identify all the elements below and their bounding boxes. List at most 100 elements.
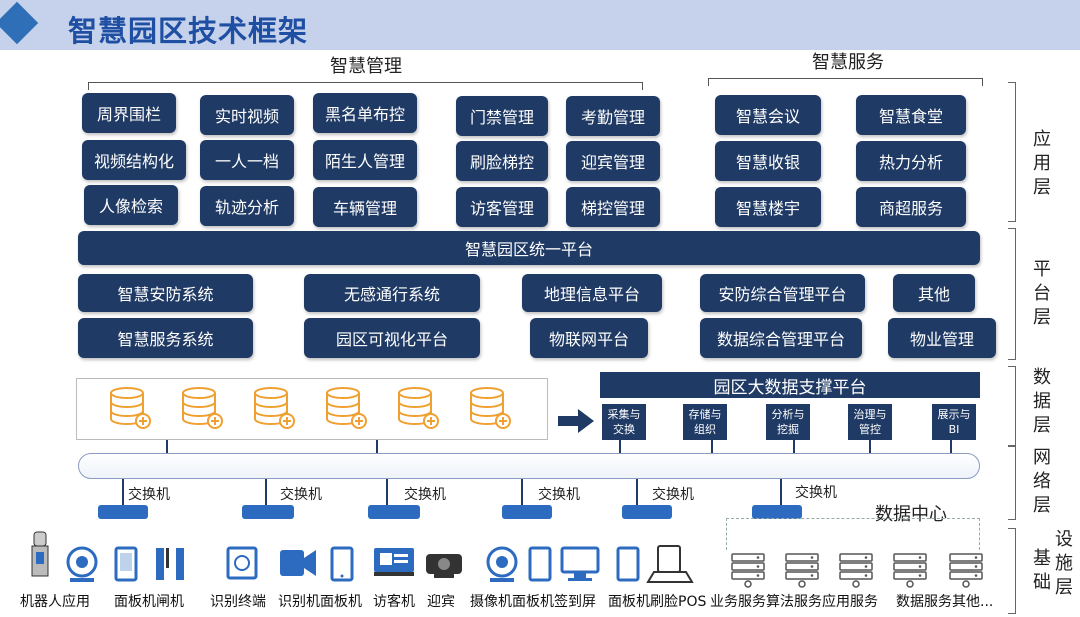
bigdata-item[interactable]: 治理与 管控: [848, 404, 892, 440]
layer-bracket: [1008, 228, 1016, 360]
switch-icon[interactable]: [98, 505, 148, 519]
connector: [265, 479, 267, 505]
platform-item[interactable]: 智慧安防系统: [78, 274, 253, 312]
layer-label-platform: 平台层: [1033, 259, 1051, 328]
server-icon: [731, 553, 765, 588]
connector: [376, 440, 378, 454]
database-icon: [182, 387, 223, 429]
device-label: 摄像机面板机签到屏: [470, 594, 596, 610]
panel-icon: [114, 546, 138, 582]
service-item[interactable]: 智慧楼宇: [715, 187, 821, 227]
bigdata-item[interactable]: 存储与 组织: [683, 404, 727, 440]
connector: [122, 479, 124, 505]
mgmt-item[interactable]: 门禁管理: [456, 96, 548, 136]
service-item[interactable]: 智慧食堂: [856, 95, 966, 135]
platform-item[interactable]: 园区可视化平台: [304, 318, 480, 358]
service-item[interactable]: 热力分析: [856, 141, 966, 181]
visitor-machine-icon: [374, 548, 414, 576]
mgmt-item[interactable]: 黑名单布控: [313, 93, 417, 133]
database-icon: [470, 387, 511, 429]
data-center-bracket: [726, 518, 980, 550]
connector: [950, 440, 952, 454]
switch-icon[interactable]: [502, 505, 552, 519]
bigdata-platform-title[interactable]: 园区大数据支撑平台: [600, 372, 980, 398]
platform-item[interactable]: 其他: [893, 274, 975, 312]
mgmt-item[interactable]: 迎宾管理: [566, 141, 660, 181]
gate-icon: [156, 548, 184, 580]
switch-icon[interactable]: [242, 505, 294, 519]
service-item[interactable]: 商超服务: [856, 187, 966, 227]
mgmt-item[interactable]: 人像检索: [84, 185, 178, 225]
database-group: [76, 378, 548, 440]
service-bracket: [708, 78, 983, 86]
connector: [780, 479, 782, 505]
mgmt-item[interactable]: 刷脸梯控: [456, 141, 548, 181]
layer-label-application: 应用层: [1033, 129, 1051, 198]
sign-screen-icon: [560, 546, 600, 581]
mgmt-item[interactable]: 一人一档: [200, 140, 294, 180]
database-icon: [254, 387, 295, 429]
platform-item[interactable]: 数据综合管理平台: [700, 318, 862, 358]
bigdata-item[interactable]: 展示与 BI: [932, 404, 976, 440]
layer-label-infra-a: 基础: [1033, 548, 1051, 593]
mgmt-item[interactable]: 周界围栏: [82, 93, 176, 133]
device-label: 数据服务其他...: [896, 594, 994, 610]
device-label: 机器人应用: [20, 594, 90, 610]
mgmt-item[interactable]: 梯控管理: [566, 187, 660, 227]
device-label: 业务服务算法服务应用服务: [710, 594, 878, 610]
platform-item[interactable]: 无感通行系统: [304, 274, 480, 312]
switch-label: 交换机: [404, 487, 446, 503]
bigdata-item[interactable]: 采集与 交换: [602, 404, 646, 440]
service-item[interactable]: 智慧收银: [715, 141, 821, 181]
unified-platform-bar[interactable]: 智慧园区统一平台: [78, 231, 980, 265]
layer-bracket: [1008, 82, 1016, 222]
robot-icon: [31, 531, 49, 577]
platform-item[interactable]: 安防综合管理平台: [700, 274, 865, 312]
mgmt-title: 智慧管理: [330, 56, 402, 77]
switch-label: 交换机: [128, 487, 170, 503]
connector: [166, 440, 168, 454]
connector: [793, 440, 795, 454]
mgmt-item[interactable]: 视频结构化: [82, 140, 186, 180]
service-item[interactable]: 智慧会议: [715, 95, 821, 135]
switch-icon[interactable]: [368, 505, 420, 519]
mgmt-item[interactable]: 考勤管理: [566, 96, 660, 136]
bigdata-item[interactable]: 分析与 挖掘: [766, 404, 810, 440]
layer-bracket: [1008, 446, 1016, 520]
database-icon: [398, 387, 439, 429]
device-icons: [31, 531, 983, 588]
device-label: 面板机刷脸POS: [608, 594, 707, 610]
switch-label: 交换机: [538, 487, 580, 503]
server-icon: [893, 553, 927, 588]
connector: [521, 479, 523, 505]
service-title: 智慧服务: [812, 52, 884, 73]
connector: [386, 479, 388, 505]
connector: [636, 479, 638, 505]
database-icons: [110, 387, 511, 429]
mgmt-item[interactable]: 访客管理: [456, 187, 548, 227]
server-icon: [785, 553, 819, 588]
mgmt-bracket: [88, 82, 643, 90]
platform-item[interactable]: 智慧服务系统: [78, 318, 253, 358]
welcome-screen-icon: [426, 554, 462, 578]
mgmt-item[interactable]: 实时视频: [200, 95, 294, 135]
switch-label: 交换机: [795, 485, 837, 501]
device-label: 访客机: [373, 594, 415, 610]
switch-label: 交换机: [280, 487, 322, 503]
connector: [711, 440, 713, 454]
database-icon: [326, 387, 367, 429]
platform-item[interactable]: 物联网平台: [530, 318, 648, 358]
camera-icon: [486, 546, 518, 582]
database-icon: [110, 387, 151, 429]
switch-icon[interactable]: [752, 505, 802, 519]
server-icon: [839, 553, 873, 588]
platform-item[interactable]: 地理信息平台: [522, 274, 662, 312]
mgmt-item[interactable]: 车辆管理: [313, 187, 417, 227]
device-label: 识别机面板机: [278, 594, 362, 610]
mgmt-item[interactable]: 轨迹分析: [200, 186, 294, 226]
platform-item[interactable]: 物业管理: [888, 318, 996, 358]
layer-label-infra-b: 设施层: [1055, 529, 1073, 598]
panel-icon: [330, 546, 354, 582]
switch-icon[interactable]: [622, 505, 672, 519]
mgmt-item[interactable]: 陌生人管理: [313, 140, 417, 180]
